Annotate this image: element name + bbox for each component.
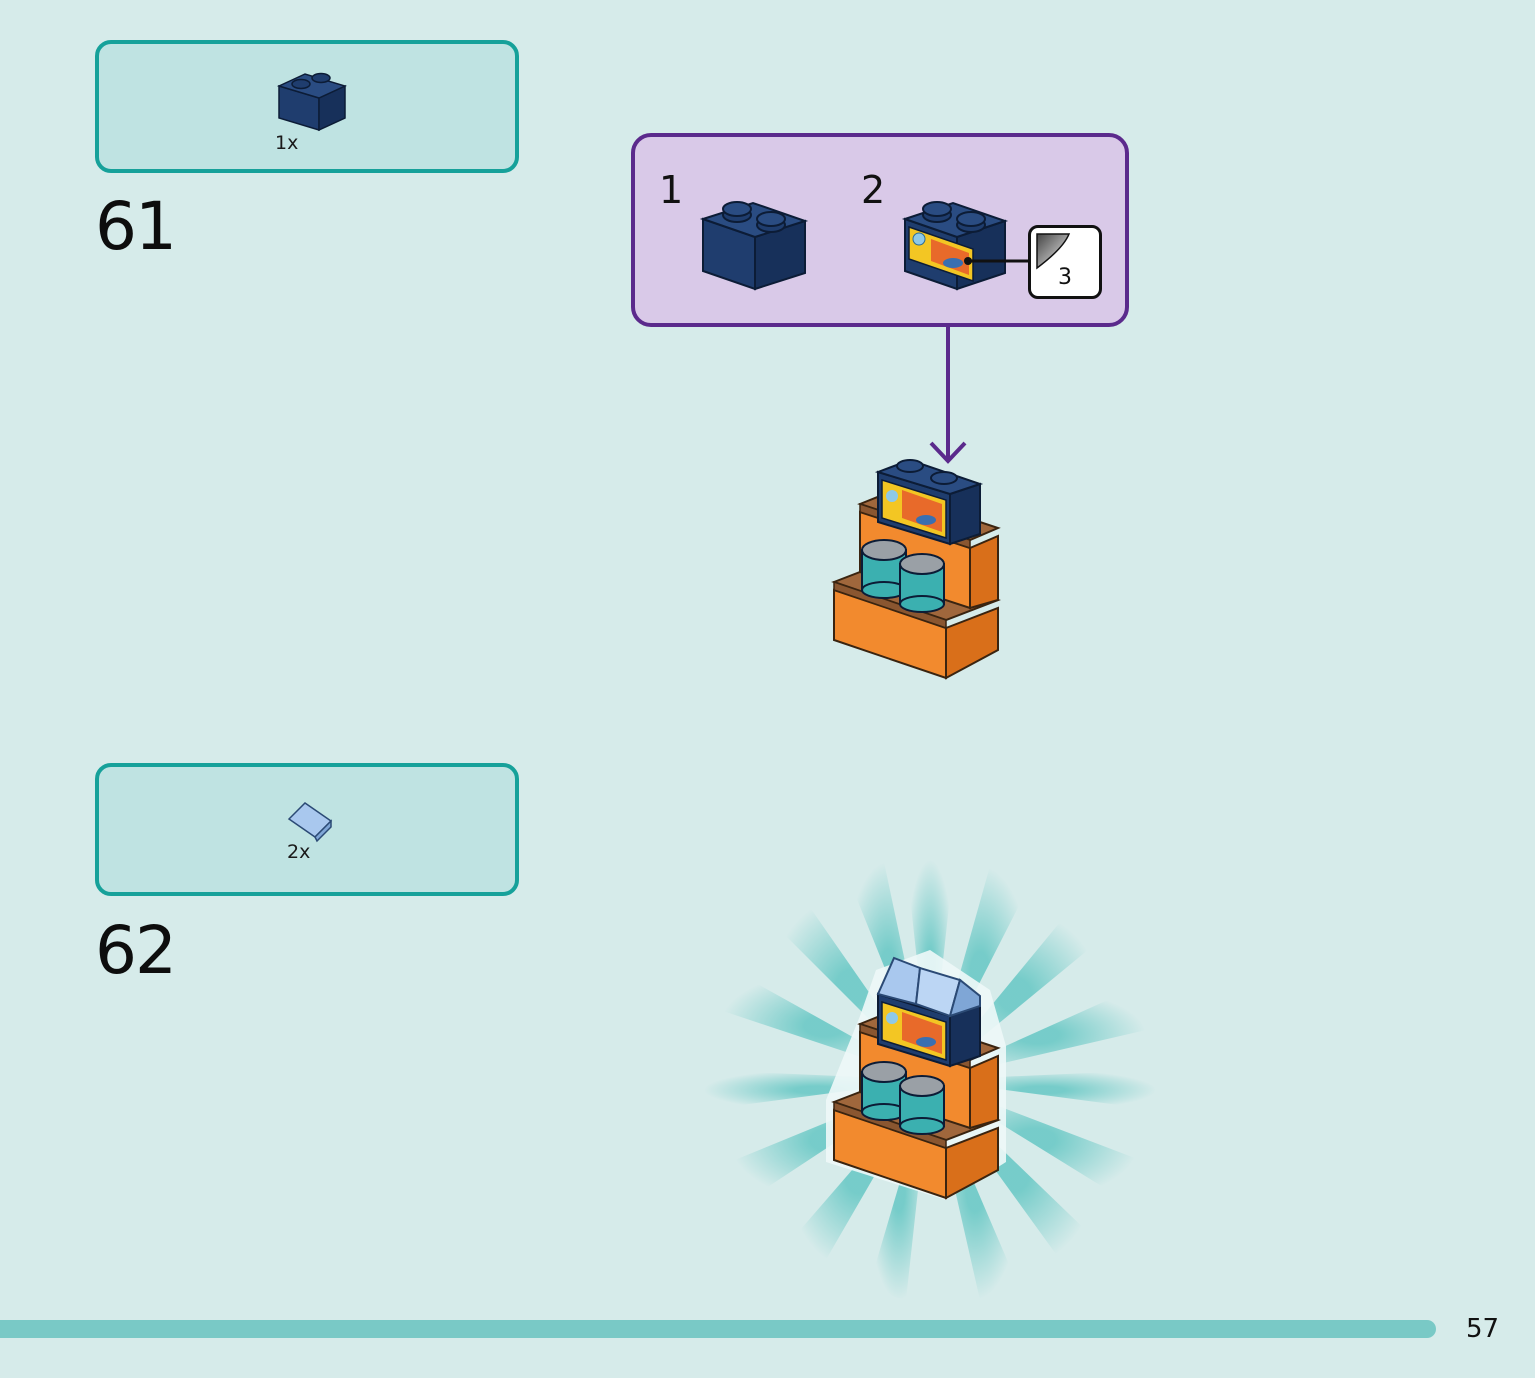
sticker-number: 3 bbox=[1058, 265, 1072, 290]
light-blue-slope-icon bbox=[287, 802, 333, 843]
sticker-leader-line bbox=[964, 257, 1030, 265]
sticker-peel-icon bbox=[1036, 233, 1071, 270]
substep-number-2: 2 bbox=[861, 168, 886, 212]
step-number-61: 61 bbox=[95, 188, 177, 265]
sticker-callout: 3 bbox=[1028, 225, 1102, 299]
dark-blue-brick-1x2-icon bbox=[276, 72, 347, 132]
step-number-62: 62 bbox=[95, 912, 177, 989]
page-footer-bar bbox=[0, 1320, 1436, 1338]
part-quantity: 2x bbox=[287, 841, 311, 863]
assembly-arrow bbox=[929, 325, 967, 464]
model-step-62 bbox=[826, 950, 1006, 1200]
decorated-dark-blue-brick-icon bbox=[901, 201, 1009, 291]
dark-blue-brick-1x2-icon bbox=[699, 201, 809, 291]
parts-box-step-62: 2x bbox=[95, 763, 519, 896]
part-quantity: 1x bbox=[275, 132, 299, 154]
page-number: 57 bbox=[1466, 1314, 1500, 1344]
substep-number-1: 1 bbox=[659, 168, 684, 212]
model-step-61 bbox=[831, 458, 1001, 680]
parts-box-step-61: 1x bbox=[95, 40, 519, 173]
